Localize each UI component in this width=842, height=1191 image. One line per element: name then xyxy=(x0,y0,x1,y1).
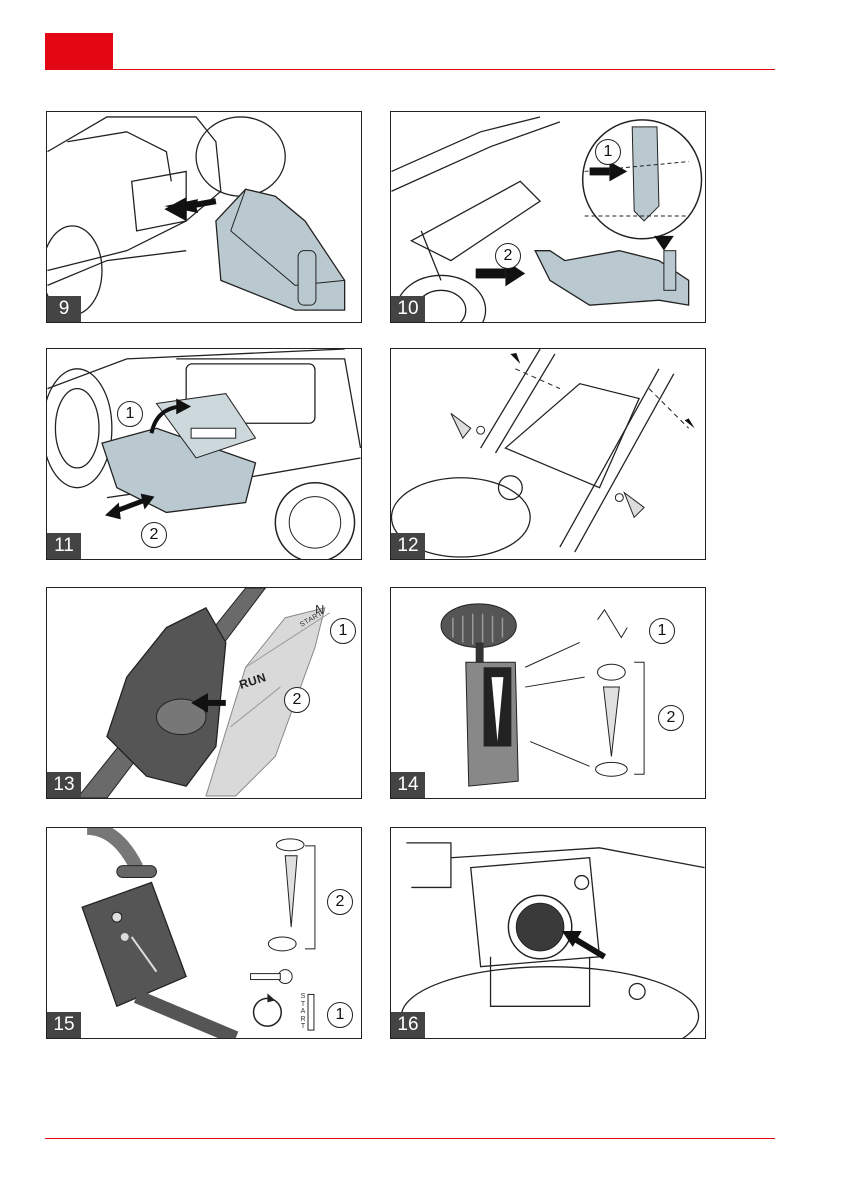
figure-13: RUN START N 1 2 13 xyxy=(46,587,362,799)
figure-16-illustration xyxy=(391,828,705,1038)
callout-1: 1 xyxy=(595,139,621,165)
callout-2: 2 xyxy=(284,687,310,713)
figure-number: 9 xyxy=(47,296,81,322)
figure-9-illustration xyxy=(47,112,361,322)
figure-14: 1 2 14 xyxy=(390,587,706,799)
header-rule xyxy=(45,69,775,70)
start-marking: START xyxy=(299,993,307,1031)
figure-11-illustration xyxy=(47,349,361,559)
n-marking: N xyxy=(315,602,325,617)
figure-number: 11 xyxy=(47,533,81,559)
figure-number: 16 xyxy=(391,1012,425,1038)
figure-12: 12 xyxy=(390,348,706,560)
figure-number: 14 xyxy=(391,772,425,798)
callout-1: 1 xyxy=(330,618,356,644)
figure-number: 12 xyxy=(391,533,425,559)
figure-10: 1 2 10 xyxy=(390,111,706,323)
section-marker xyxy=(45,33,113,69)
figure-15-illustration xyxy=(47,828,361,1038)
figure-11: 1 2 11 xyxy=(46,348,362,560)
figure-number: 10 xyxy=(391,296,425,322)
callout-1: 1 xyxy=(649,618,675,644)
callout-2: 2 xyxy=(327,889,353,915)
figure-16: 16 xyxy=(390,827,706,1039)
figure-12-illustration xyxy=(391,349,705,559)
callout-2: 2 xyxy=(658,705,684,731)
figure-15: START 2 1 15 xyxy=(46,827,362,1039)
footer-rule xyxy=(45,1138,775,1139)
callout-1: 1 xyxy=(117,401,143,427)
callout-1: 1 xyxy=(327,1002,353,1028)
callout-2: 2 xyxy=(495,243,521,269)
figure-number: 15 xyxy=(47,1012,81,1038)
figure-9: 9 xyxy=(46,111,362,323)
figure-10-illustration xyxy=(391,112,705,322)
figure-number: 13 xyxy=(47,772,81,798)
callout-2: 2 xyxy=(141,522,167,548)
